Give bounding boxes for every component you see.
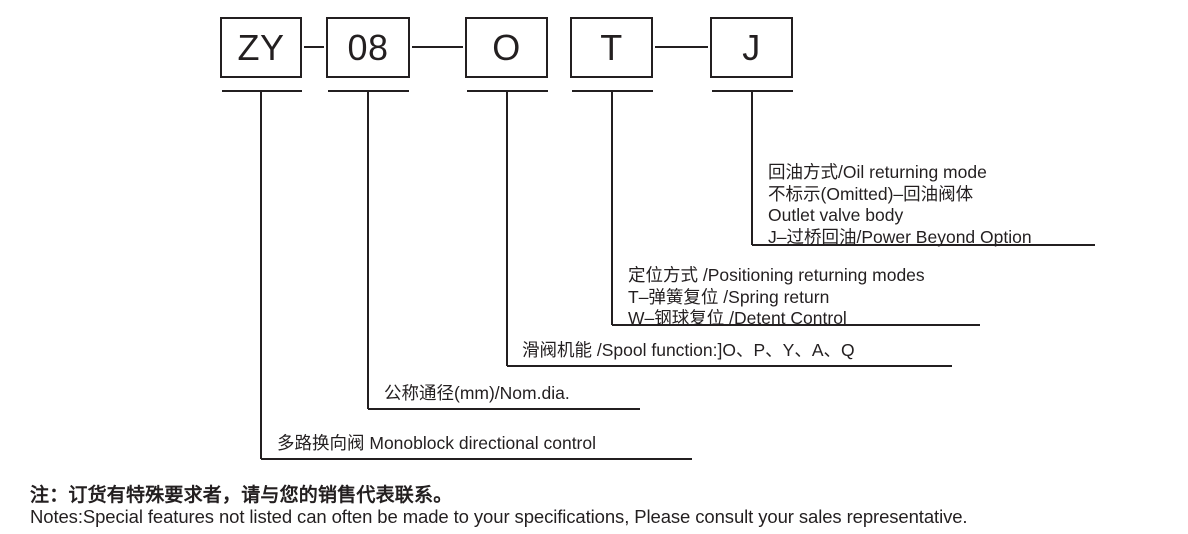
- callout-spool-function-line-1: 滑阀机能 /Spool function:]O、P、Y、A、Q: [522, 340, 855, 360]
- callout-monoblock-directional-control-line-1: 多路换向阀 Monoblock directional control: [277, 433, 597, 453]
- callout-oil-returning-mode-line-3: Outlet valve body: [768, 205, 904, 225]
- code-box-oil-mode: J: [710, 17, 793, 78]
- note-chinese: 注：订货有特殊要求者，请与您的销售代表联系。: [30, 485, 453, 506]
- callout-nominal-diameter: 公称通径(mm)/Nom.dia.: [384, 383, 570, 405]
- note-english: Notes:Special features not listed can of…: [30, 506, 968, 527]
- callout-spool-function: 滑阀机能 /Spool function:]O、P、Y、A、Q: [522, 340, 855, 362]
- callout-oil-returning-mode-line-4: J–过桥回油/Power Beyond Option: [768, 226, 1032, 247]
- callout-positioning-modes-line-3: W–钢球复位 /Detent Control: [628, 308, 847, 328]
- callout-positioning-modes-line-1: 定位方式 /Positioning returning modes: [628, 265, 925, 285]
- code-box-position: T: [570, 17, 653, 78]
- code-box-spool: O: [465, 17, 548, 78]
- code-box-nom-dia: 08: [326, 17, 410, 78]
- code-box-series: ZY: [220, 17, 302, 78]
- callout-oil-returning-mode-line-1: 回油方式/Oil returning mode: [768, 162, 987, 182]
- callout-nominal-diameter-line-1: 公称通径(mm)/Nom.dia.: [384, 383, 570, 403]
- callout-monoblock-directional-control: 多路换向阀 Monoblock directional control: [277, 433, 596, 455]
- callout-oil-returning-mode: 回油方式/Oil returning mode 不标示(Omitted)–回油阀…: [768, 162, 1032, 248]
- callout-positioning-modes-line-2: T–弹簧复位 /Spring return: [628, 286, 830, 307]
- callout-oil-returning-mode-line-2: 不标示(Omitted)–回油阀体: [768, 183, 974, 204]
